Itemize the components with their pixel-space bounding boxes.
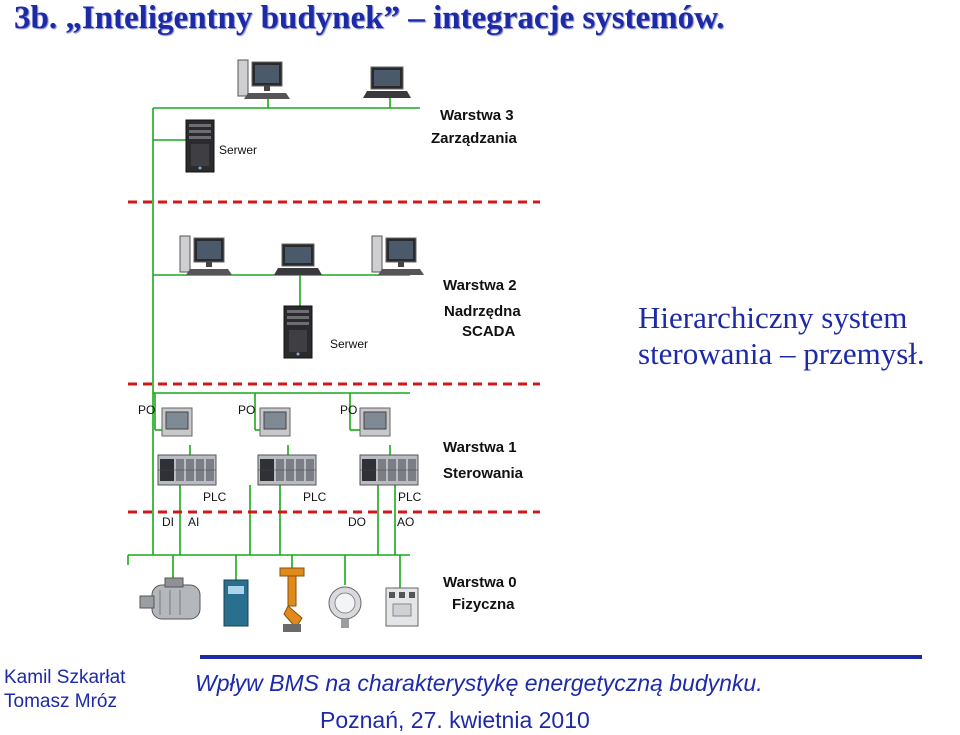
- server-label-3: Serwer: [219, 143, 257, 157]
- plc-label: PLC: [398, 490, 422, 504]
- network-lines: [127, 97, 420, 588]
- io-label-do: DO: [348, 515, 366, 529]
- po-label: PO: [138, 403, 155, 417]
- footer-divider: [200, 655, 922, 659]
- server-icon: [185, 119, 215, 173]
- operator-panel-icon: [259, 407, 291, 437]
- author-name-2: Tomasz Mróz: [4, 691, 117, 712]
- footer-date: Poznań, 27. kwietnia 2010: [320, 707, 590, 733]
- layer-2-name: Warstwa 2: [443, 277, 517, 294]
- io-label-ao: AO: [397, 515, 414, 529]
- workstation-icon: [237, 59, 291, 100]
- layer-2-desc: Nadrzędna: [444, 303, 521, 320]
- motor-icon: [139, 577, 201, 620]
- laptop-icon: [273, 243, 323, 276]
- robot-arm-icon: [279, 567, 305, 632]
- contactor-icon: [385, 587, 419, 627]
- operator-panel-icon: [161, 407, 193, 437]
- subtitle: Hierarchiczny system sterowania – przemy…: [638, 300, 925, 372]
- server-label-2: Serwer: [330, 337, 368, 351]
- footer-title: Wpływ BMS na charakterystykę energetyczn…: [195, 670, 763, 696]
- po-label: PO: [238, 403, 255, 417]
- layer-0-desc: Fizyczna: [452, 596, 515, 613]
- author-name-1: Kamil Szkarłat: [4, 667, 126, 688]
- plc-icon: [157, 454, 217, 486]
- layer-2-desc2: SCADA: [462, 323, 516, 340]
- laptop-icon: [362, 66, 412, 99]
- io-label-ai: AI: [188, 515, 199, 529]
- layer-0-name: Warstwa 0: [443, 574, 517, 591]
- slide-title: 3b. „Inteligentny budynek” – integracje …: [14, 0, 725, 36]
- operator-panel-icon: [359, 407, 391, 437]
- layer-1-name: Warstwa 1: [443, 439, 517, 456]
- subtitle-line-1: Hierarchiczny system: [638, 300, 908, 335]
- plc-icon: [359, 454, 419, 486]
- subtitle-line-2: sterowania – przemysł.: [638, 336, 925, 371]
- server-icon: [283, 305, 313, 359]
- io-label-di: DI: [162, 515, 174, 529]
- layer-dividers: [128, 200, 540, 514]
- sensor-gauge-icon: [328, 586, 362, 628]
- plc-label: PLC: [303, 490, 327, 504]
- layer-3-name: Warstwa 3: [440, 107, 514, 124]
- workstation-icon: [179, 235, 233, 276]
- layer-3-desc: Zarządzania: [431, 130, 518, 147]
- plc-label: PLC: [203, 490, 227, 504]
- workstation-icon: [371, 235, 425, 276]
- hierarchy-diagram: Serwer Serwer PO PO PO PLC PLC PLC DI AI…: [127, 59, 540, 632]
- po-label: PO: [340, 403, 357, 417]
- inverter-icon: [223, 579, 249, 627]
- layer-1-desc: Sterowania: [443, 465, 524, 482]
- plc-icon: [257, 454, 317, 486]
